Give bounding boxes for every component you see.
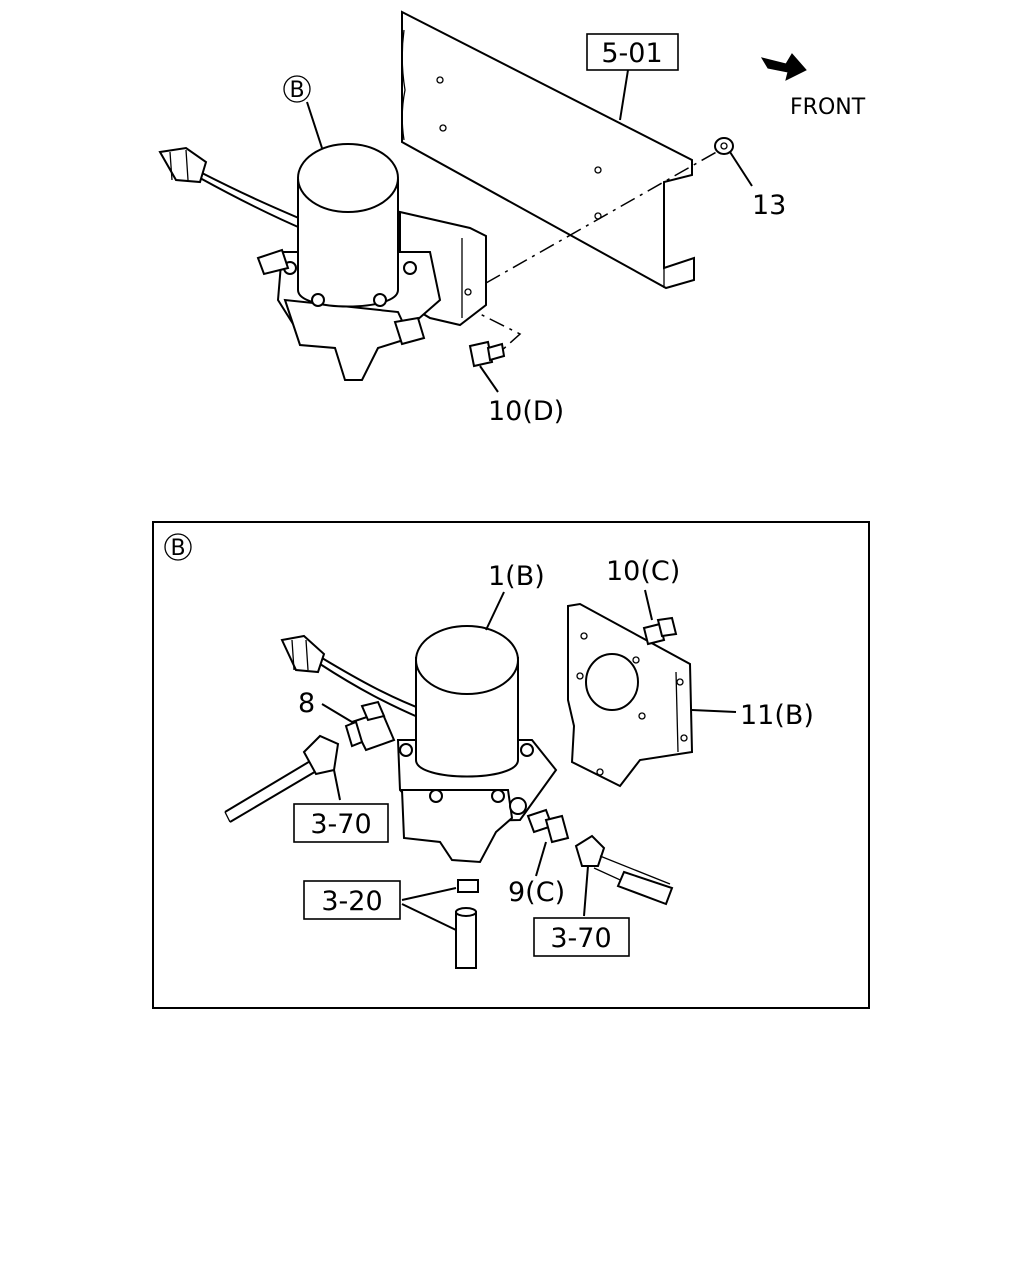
overview-assembly [158, 10, 753, 393]
detail-wire-harness [280, 634, 425, 719]
air-dryer-detail [396, 625, 558, 864]
ref-hose-left-label: 3-70 [310, 809, 371, 840]
part-11b-label: 11(B) [740, 700, 814, 731]
part-8-label: 8 [298, 688, 315, 719]
callout-b-label: B [289, 78, 304, 103]
part-1b-label: 1(B) [488, 561, 545, 592]
ref-hose-right-box [533, 917, 630, 957]
ref-pipe-box [303, 880, 401, 920]
detail-view-label: B [170, 536, 185, 561]
pipe-sleeve [455, 879, 479, 969]
part-10d-label: 10(D) [488, 396, 564, 427]
detail-view-frame [152, 521, 870, 1009]
bolt-10c [642, 616, 678, 646]
hose-left [224, 734, 340, 823]
ref-frame-box [586, 33, 679, 71]
part-10c-label: 10(C) [606, 556, 680, 587]
detail-assembly [224, 602, 694, 969]
front-label: FRONT [790, 95, 866, 120]
detail-view-circle [164, 533, 192, 561]
front-arrow-icon [760, 53, 807, 81]
connector-9c [526, 808, 570, 844]
frame-rail [401, 10, 695, 290]
callout-b-circle [283, 75, 311, 103]
part-9c-label: 9(C) [508, 877, 565, 908]
ref-frame-label: 5-01 [601, 38, 662, 69]
ref-hose-left-box [293, 803, 389, 843]
bolt-10d-overview [468, 340, 506, 368]
ref-pipe-label: 3-20 [321, 886, 382, 917]
bracket-11b [567, 602, 694, 788]
elbow-fitting-8 [344, 700, 396, 752]
hose-right [574, 834, 674, 906]
wire-harness [158, 146, 309, 231]
part-13-label: 13 [752, 190, 786, 221]
ref-hose-right-label: 3-70 [550, 923, 611, 954]
air-dryer-overview [256, 143, 442, 381]
nut-13-overview [714, 137, 734, 155]
